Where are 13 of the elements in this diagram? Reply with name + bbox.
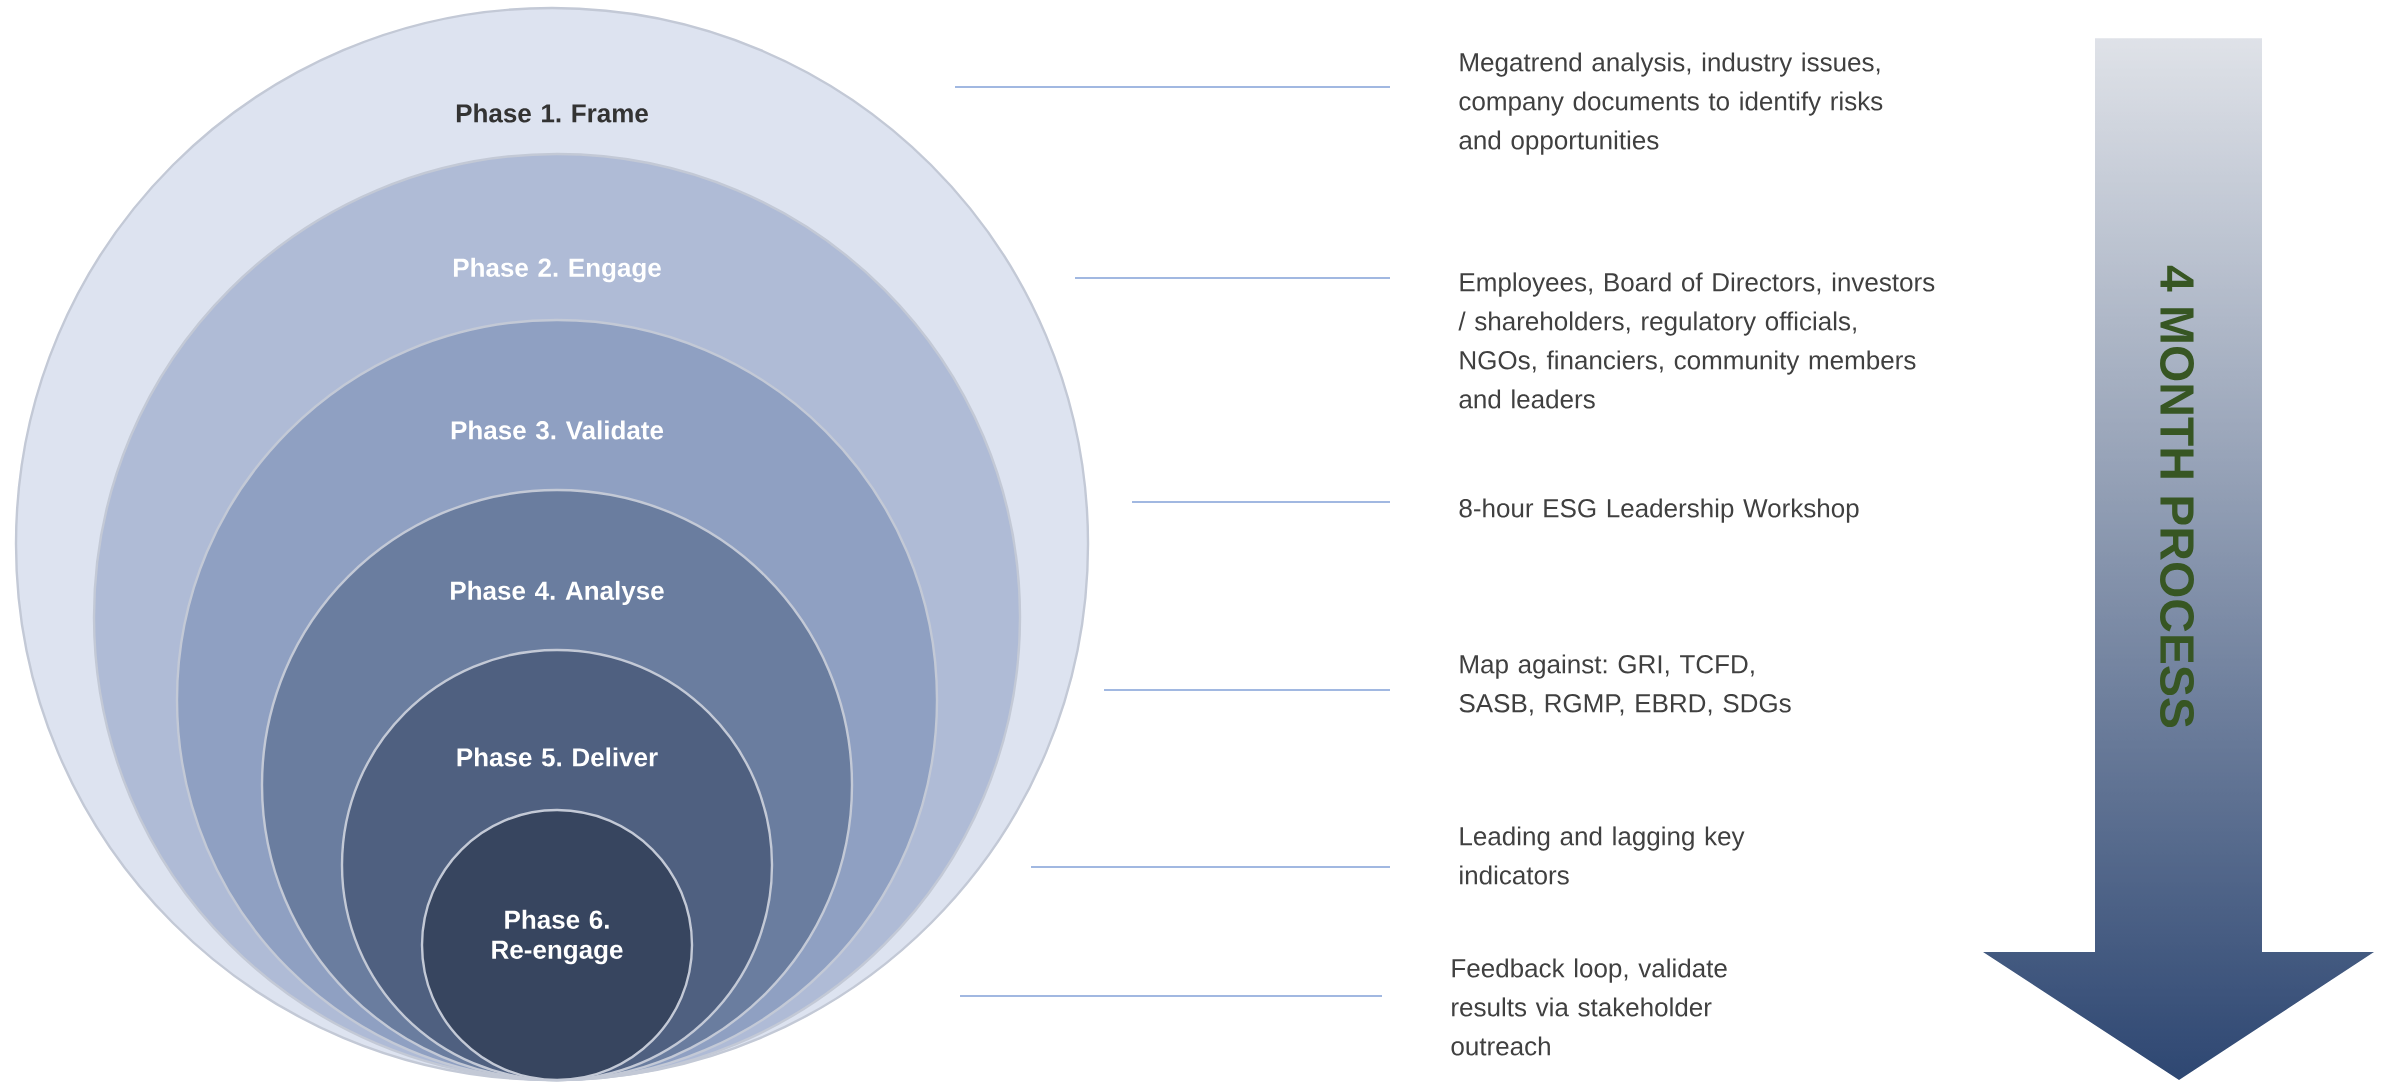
leader-line bbox=[954, 86, 1391, 88]
description-text: Map against: GRI, TCFD, SASB, RGMP, EBRD, SDGs bbox=[1459, 654, 1791, 716]
leader-line bbox=[959, 995, 1383, 997]
leader-line bbox=[1131, 501, 1391, 503]
description-text: Employees, Board of Directors, investors / shareholders, regulatory officials, NGOs, financiers, community members and leaders bbox=[1458, 272, 1935, 409]
leader-line bbox=[1103, 689, 1391, 691]
description-text: Megatrend analysis, industry issues, company documents to identify risks and opportunities bbox=[1459, 52, 1883, 155]
description-text: Feedback loop, validate results via stakeholder outreach bbox=[1451, 958, 1727, 1056]
leader-line bbox=[1030, 866, 1391, 868]
leader-line bbox=[1074, 277, 1391, 279]
process-arrow: 4 MONTH PROCESS bbox=[2160, 265, 2194, 728]
description-text: 8-hour ESG Leadership Workshop bbox=[1459, 498, 1859, 523]
description-text: Leading and lagging key indicators bbox=[1460, 826, 1745, 885]
